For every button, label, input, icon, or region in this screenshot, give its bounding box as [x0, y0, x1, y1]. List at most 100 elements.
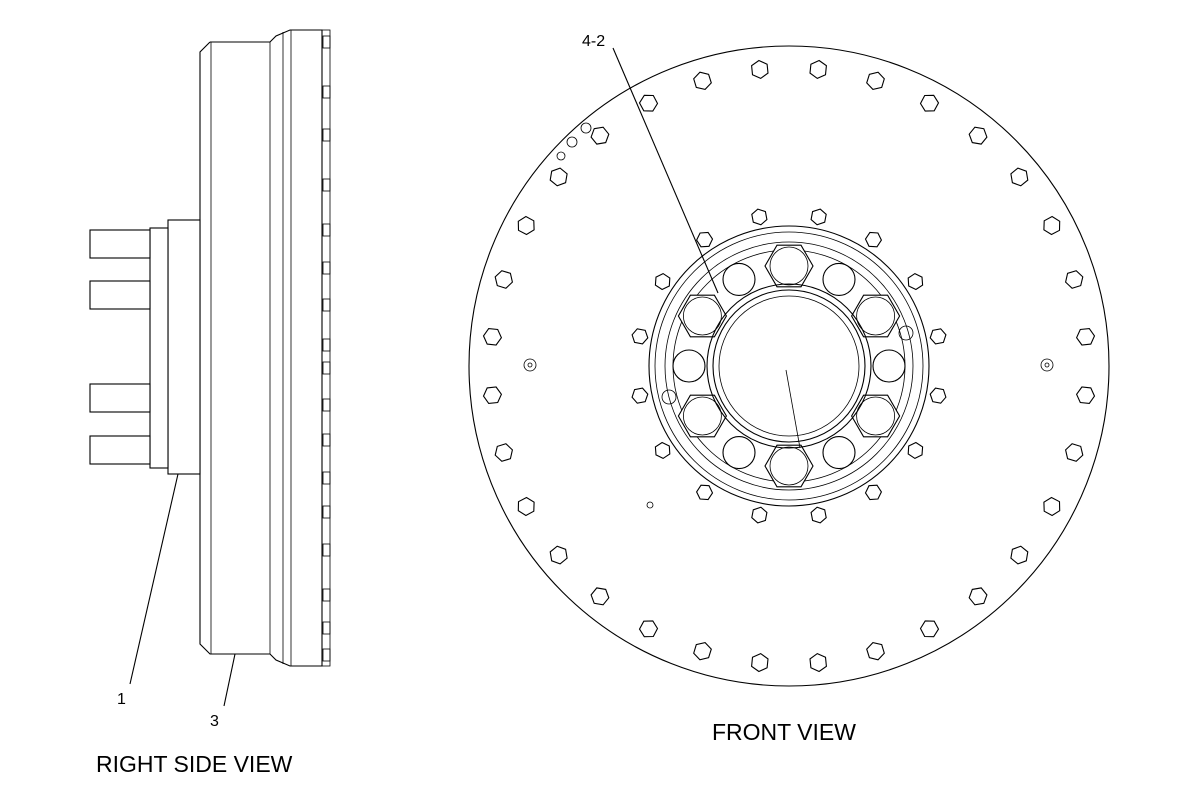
outer-bolt-head	[1075, 328, 1096, 346]
side-bolt-head	[322, 543, 331, 557]
outer-bolt-head	[549, 545, 568, 565]
hub-outer-ring	[648, 225, 930, 507]
callout-1: 1	[117, 691, 126, 708]
outer-bolt-head	[494, 270, 514, 289]
screw-right	[1040, 358, 1054, 372]
screw-left-center	[527, 362, 533, 368]
side-bolt-head	[322, 261, 331, 275]
hub-large-bolt	[764, 444, 814, 488]
outer-bolt-head	[968, 587, 988, 606]
small-hole	[556, 151, 566, 161]
outer-bolt-head	[1075, 386, 1096, 404]
hub-ring-bolt	[810, 506, 827, 524]
locating-pin	[661, 389, 677, 405]
hub-ring-bolt	[654, 441, 671, 460]
side-body-outline	[199, 29, 323, 667]
side-bolt-head	[322, 178, 331, 192]
side-hub-flange	[149, 227, 169, 469]
side-bolt-head	[322, 35, 331, 49]
side-stud	[89, 435, 151, 465]
outer-bolt-head	[866, 71, 885, 91]
outer-bolt-head	[919, 620, 940, 638]
hub-ring-bolt	[695, 484, 714, 501]
hub-ring-bolt	[929, 387, 947, 404]
callout-4-2: 4-2	[582, 33, 605, 50]
hub-ring-bolt	[631, 387, 649, 404]
outer-bolt-head	[517, 215, 535, 236]
hub-ring	[664, 241, 914, 491]
front-view-title: FRONT VIEW	[712, 719, 856, 745]
hub-ring-bolt	[864, 484, 883, 501]
outer-bolt-head	[1043, 496, 1061, 517]
side-stud	[89, 229, 151, 259]
hub-large-bolt-washer	[769, 446, 809, 486]
locating-pin	[898, 325, 914, 341]
side-stud	[89, 280, 151, 310]
outer-bolt-head	[1010, 545, 1029, 565]
leader-3	[223, 653, 236, 707]
outer-bolt-head	[1064, 443, 1084, 462]
callout-3: 3	[210, 713, 219, 730]
outer-bolt-head	[517, 496, 535, 517]
side-bolt-head	[322, 471, 331, 485]
leader-4-2	[612, 47, 719, 294]
outer-bolt-head	[482, 328, 503, 346]
hub-holes	[672, 262, 906, 470]
side-hub-plate	[167, 219, 201, 475]
center-bore-inner	[718, 295, 860, 437]
small-hole	[646, 501, 654, 509]
outer-bolt-head	[809, 652, 827, 673]
hub-ring-bolt	[751, 506, 768, 524]
hub-hole	[822, 262, 856, 296]
hub-ring-bolts	[631, 208, 947, 524]
hub-ring-bolt	[864, 231, 883, 248]
hub-large-bolt-washer	[856, 396, 895, 436]
side-bolt-head	[322, 621, 331, 635]
hub-hole	[672, 349, 706, 383]
front-view: 4-2 FRONT VIEW	[468, 33, 1110, 745]
side-view-title: RIGHT SIDE VIEW	[96, 751, 293, 777]
side-bolt-head	[322, 128, 331, 142]
outer-bolt-head	[590, 587, 610, 606]
side-bolt-head	[322, 588, 331, 602]
side-bolt-head	[322, 648, 331, 662]
outer-bolt-head	[693, 641, 712, 661]
hub-large-bolts	[677, 244, 901, 488]
hub-large-bolt-washer	[769, 246, 809, 286]
side-bolt-head	[322, 338, 331, 352]
outer-bolt-head	[751, 59, 769, 80]
outer-bolt-head	[866, 641, 885, 661]
hub-ring	[654, 231, 924, 501]
side-bolt-head	[322, 433, 331, 447]
hub-ring-bolt	[907, 272, 924, 291]
hub-large-bolt-washer	[683, 296, 722, 336]
hub-ring-bolt	[654, 272, 671, 291]
outer-bolt-head	[751, 652, 769, 673]
outer-bolt-circle	[482, 59, 1096, 673]
outer-bolt-head	[968, 126, 988, 145]
outer-bolt-head	[638, 94, 659, 112]
outer-bolt-head	[638, 620, 659, 638]
hub-ring-bolt	[695, 231, 714, 248]
hub-large-bolt	[764, 244, 814, 288]
screw-right-center	[1044, 362, 1050, 368]
side-bolt-head	[322, 398, 331, 412]
front-disc-outline	[468, 45, 1110, 687]
outer-bolt-head	[1043, 215, 1061, 236]
side-bolt-head	[322, 505, 331, 519]
hub-ring-bolt	[810, 208, 827, 226]
small-hole	[566, 136, 578, 148]
hub-ring-bolt	[907, 441, 924, 460]
hub-hole	[822, 436, 856, 470]
outer-bolt-head	[809, 59, 827, 80]
side-bolt-head	[322, 361, 331, 375]
small-hole	[580, 122, 592, 134]
center-bore-ring	[712, 289, 866, 443]
hub-large-bolt	[677, 394, 728, 438]
outer-bolt-head	[482, 386, 503, 404]
outer-bolt-head	[693, 71, 712, 91]
center-mark	[785, 369, 801, 449]
outer-bolt-head	[494, 443, 514, 462]
side-bolt-head	[322, 298, 331, 312]
